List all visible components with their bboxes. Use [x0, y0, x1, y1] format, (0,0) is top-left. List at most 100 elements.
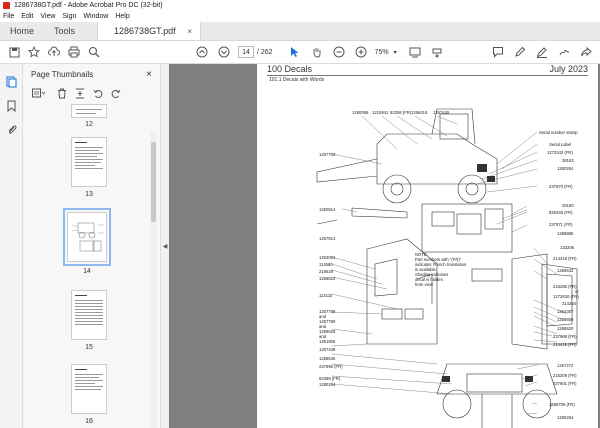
save-icon[interactable] [6, 44, 22, 60]
label-top-5: 1257445 [433, 110, 450, 115]
page-navigator: 14 / 262 [238, 46, 273, 58]
label-top-1: 1260068 [352, 110, 369, 115]
close-panel-icon[interactable]: × [146, 68, 152, 80]
thumbnail-page-15[interactable] [71, 290, 107, 340]
label-left-1: 1257702 [319, 152, 336, 157]
main-toolbar: 14 / 262 75% ▾ [0, 41, 600, 64]
thumbnail-label-14: 14 [83, 268, 91, 275]
bookmarks-icon[interactable] [0, 94, 23, 118]
draw-pencil-icon[interactable] [534, 44, 550, 60]
page-number-input[interactable]: 14 [238, 46, 254, 58]
label-right-12: 214419 (FR) [553, 256, 577, 261]
prev-page-icon[interactable] [194, 44, 210, 60]
thumbnail-label-12: 12 [85, 121, 93, 128]
menu-edit[interactable]: Edit [21, 13, 34, 20]
menu-view[interactable]: View [40, 13, 56, 20]
page-thumbnails-panel: Page Thumbnails × 12 13 [23, 64, 161, 428]
label-left-11: 1257759 [319, 319, 336, 324]
label-left-13: 1258626 [319, 329, 336, 334]
label-top-2: 1215941 [372, 110, 389, 115]
label-left-6: 219528 [319, 269, 333, 274]
upload-cloud-icon[interactable] [46, 44, 62, 60]
zoom-out-icon[interactable] [331, 44, 347, 60]
window-titlebar: 1286738GT.pdf - Adobe Acrobat Pro DC (32… [0, 0, 600, 11]
close-tab-icon[interactable]: × [187, 26, 193, 36]
menu-file[interactable]: File [3, 13, 15, 20]
label-left-9: 1257758 [319, 309, 336, 314]
label-right-21: 237969 (FR) [553, 334, 577, 339]
label-right-10: 1286888 [557, 231, 574, 236]
tab-document[interactable]: 1286738GT.pdf × [97, 22, 202, 40]
label-right-11: 133206 [560, 245, 574, 250]
thumbnail-page-12[interactable] [71, 104, 107, 118]
bookmark-star-icon[interactable] [26, 44, 42, 60]
tab-tools[interactable]: Tools [54, 26, 76, 36]
panel-toolbar [23, 84, 160, 102]
label-right-4: 38163 [562, 158, 574, 163]
chevron-left-icon: ◀ [162, 243, 168, 250]
fill-sign-icon[interactable] [556, 44, 572, 60]
panel-scrollbar-thumb[interactable] [151, 142, 156, 222]
attachments-icon[interactable] [0, 118, 23, 142]
zoom-level-value: 75% [374, 48, 389, 56]
next-page-icon[interactable] [216, 44, 232, 60]
label-top-3: 82306 (FR) [390, 110, 412, 115]
insert-page-icon[interactable] [73, 87, 87, 99]
label-left-7: 1258823 [319, 276, 336, 281]
label-right-6: 237970 (FR) [549, 184, 573, 189]
thumbnail-options-icon[interactable] [31, 87, 45, 99]
panel-title: Page Thumbnails [31, 69, 94, 79]
label-right-8: 826345 (FR) [549, 210, 573, 215]
label-right-2: Serial Label [549, 142, 572, 147]
zoom-level-dropdown[interactable]: 75% ▾ [375, 49, 397, 56]
section-subtitle: 101.1 Decals with Words [269, 77, 325, 83]
select-cursor-icon[interactable] [287, 44, 303, 60]
label-right-20: 1286620 [557, 326, 574, 331]
comment-icon[interactable] [490, 44, 506, 60]
hand-tool-icon[interactable] [309, 44, 325, 60]
tab-home[interactable]: Home [10, 26, 35, 36]
decal-diagram [316, 108, 578, 428]
menu-window[interactable]: Window [83, 13, 109, 20]
label-left-5: 114580 [319, 262, 333, 267]
label-left-4: 1253091 [319, 255, 336, 260]
label-left-16: 1257448 [319, 347, 336, 352]
label-left-15: 1251806 [319, 339, 336, 344]
page-header: 100 Decals July 2023 [267, 64, 588, 76]
search-icon[interactable] [86, 44, 102, 60]
thumbnail-page-14[interactable] [63, 208, 111, 266]
zoom-in-icon[interactable] [353, 44, 369, 60]
label-right-14: 216286 (FR) [553, 284, 577, 289]
page-display-icon[interactable] [407, 44, 423, 60]
left-navigation-rail [0, 64, 23, 428]
delete-page-icon[interactable] [55, 87, 69, 99]
label-right-19: 1258659 [557, 317, 574, 322]
label-left-12: and [319, 324, 326, 329]
panel-scrollbar[interactable] [150, 132, 157, 428]
share-icon[interactable] [578, 44, 594, 60]
fit-page-icon[interactable] [429, 44, 445, 60]
rotate-ccw-icon[interactable] [91, 87, 105, 99]
label-right-25: 237601 (FR) [553, 381, 577, 386]
page-total: / 262 [257, 48, 273, 56]
menu-sign[interactable]: Sign [62, 13, 77, 20]
label-right-16: 1272630 (FR) [553, 294, 579, 299]
label-left-10: and [319, 314, 326, 319]
print-icon[interactable] [66, 44, 82, 60]
label-right-27: 1280264 [557, 415, 574, 420]
document-viewer[interactable]: 100 Decals July 2023 101.1 Decals with W… [169, 64, 600, 428]
chevron-down-icon: ▾ [393, 49, 397, 56]
highlight-pen-icon[interactable] [512, 44, 528, 60]
label-left-18: 237695 (FR) [319, 364, 343, 369]
label-right-13: 1259532 [557, 268, 574, 273]
collapse-panel-handle[interactable]: ◀ [161, 64, 169, 428]
thumbnail-page-16[interactable] [71, 364, 107, 414]
thumbnail-label-15: 15 [85, 344, 93, 351]
rotate-cw-icon[interactable] [109, 87, 123, 99]
menu-help[interactable]: Help [115, 13, 130, 20]
thumbnail-page-13[interactable] [71, 137, 107, 187]
page-thumbnails-icon[interactable] [0, 70, 23, 94]
label-right-5: 1280264 [557, 166, 574, 171]
diagram-note: NOTE: Part numbers with "(FR)" indicates… [415, 252, 467, 287]
label-left-20: 1280264 [319, 382, 336, 387]
